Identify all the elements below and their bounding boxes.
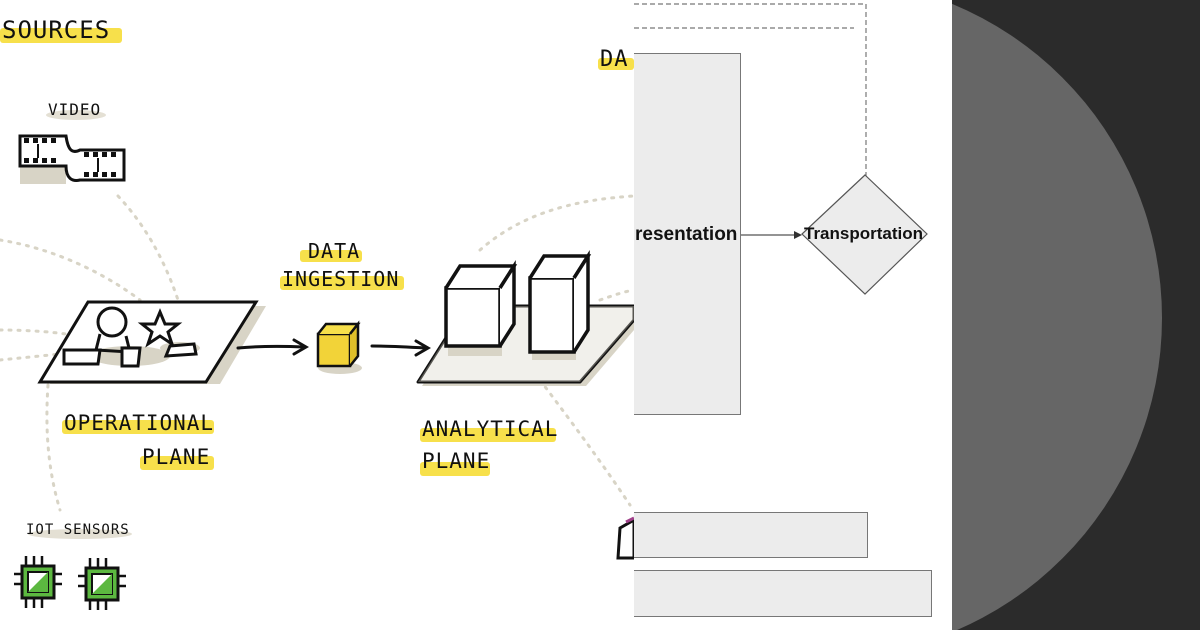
analytical-label: ANALYTICAL (422, 417, 558, 441)
chip-icon (78, 558, 126, 610)
dashed-connector (634, 3, 867, 176)
cut-label: DA (600, 47, 629, 72)
transportation-label: Transportation (804, 224, 924, 243)
analytical-plane-label: PLANE (422, 449, 490, 473)
film-strip-icon (18, 134, 126, 184)
dark-graphic-panel (952, 0, 1200, 630)
sketch-diagram-panel: SOURCES VIDEO DATA INGESTION (0, 16, 634, 610)
ingestion-label: INGESTION (282, 267, 399, 291)
operational-highlight (62, 420, 214, 434)
video-label-shadow (46, 110, 106, 120)
sources-title: SOURCES (0, 16, 122, 44)
dotted-connectors (0, 194, 634, 512)
partial-consumer-icon (616, 516, 634, 560)
flowchart-connectors (634, 3, 928, 295)
ingestion-highlight (280, 276, 404, 290)
analytical-plane-highlight (420, 462, 490, 476)
ingestion-cube-icon (316, 320, 362, 374)
flowchart-panel: resentation Transportation (634, 0, 952, 630)
operational-plane-platform (37, 300, 266, 384)
dark-graphic (952, 0, 1200, 630)
cut-label-highlight (598, 58, 634, 70)
operational-plane-title: OPERATIONAL PLANE (62, 411, 214, 470)
video-label: VIDEO (48, 100, 101, 119)
arrow-to-ingestion (236, 338, 309, 356)
data-highlight (300, 250, 362, 262)
sketch-diagram: SOURCES VIDEO DATA INGESTION (0, 16, 634, 610)
chip-icon (14, 556, 62, 608)
data-ingestion-title: DATA INGESTION (280, 239, 404, 291)
sources-label: SOURCES (2, 16, 110, 44)
data-label: DATA (308, 239, 360, 263)
presentation-box[interactable] (634, 53, 741, 415)
sources-highlight (0, 28, 122, 43)
iot-sensors-source: IOT SENSORS (14, 522, 132, 610)
analytical-highlight (420, 428, 556, 442)
person-shape (96, 306, 128, 338)
star-shape (137, 308, 183, 348)
flow-arrowhead (794, 231, 802, 239)
storage-box-left (444, 259, 518, 356)
large-circle-shape (952, 3, 1162, 630)
operational-plane-label: PLANE (142, 445, 210, 469)
flowchart-box-lower-2[interactable] (634, 570, 932, 617)
iot-label: IOT SENSORS (26, 522, 130, 538)
data-consumers-title: DA (598, 47, 634, 72)
video-source: VIDEO (18, 100, 126, 184)
operational-plane-highlight (140, 456, 214, 470)
storage-box-right (528, 249, 592, 360)
analytical-plane-platform (416, 249, 634, 386)
analytical-plane-title: ANALYTICAL PLANE (420, 417, 558, 476)
flowchart-box-lower-1[interactable] (634, 512, 868, 558)
operational-label: OPERATIONAL (64, 411, 214, 435)
presentation-label: resentation (635, 224, 738, 245)
arrow-to-analytical (370, 339, 431, 357)
transportation-diamond (801, 174, 928, 295)
